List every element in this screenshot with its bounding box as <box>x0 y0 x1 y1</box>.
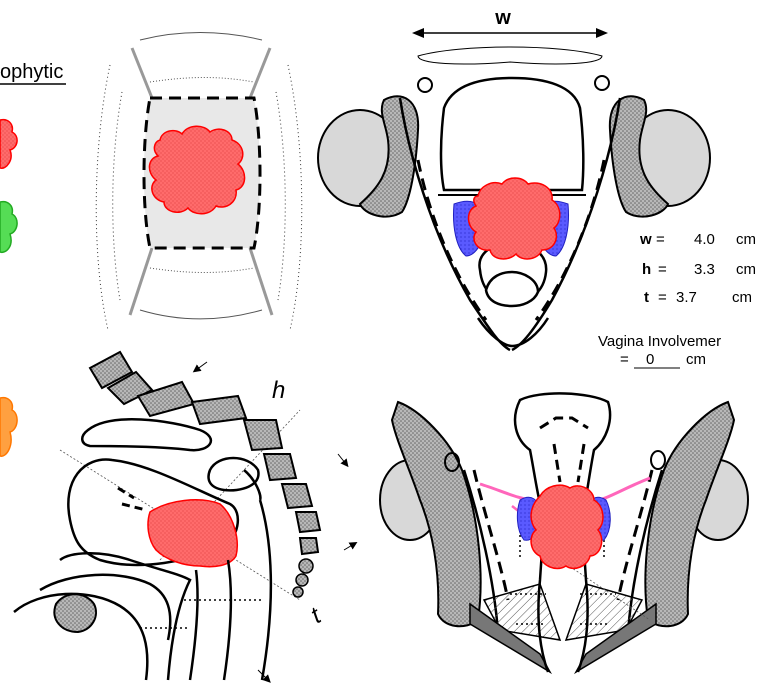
h-equals: = <box>658 261 667 278</box>
vagina-posterior-wall <box>190 570 198 680</box>
arrow-right-lower <box>344 544 354 550</box>
measurements-panel: w = 4.0 cm h = 3.3 cm t = 3.7 cm Vagina … <box>598 231 756 368</box>
right-small-vessel <box>595 76 609 90</box>
legend-red-swatch <box>0 120 17 169</box>
h-label: h <box>642 261 651 278</box>
bowel-loop-top <box>82 419 211 450</box>
w-equals: = <box>656 231 665 248</box>
outer-contour-left <box>96 65 110 330</box>
t-unit: cm <box>732 289 752 306</box>
uterine-cavity-dash-2 <box>122 504 146 510</box>
rectum-anterior-wall <box>224 560 231 680</box>
h-value: 3.3 <box>694 261 715 278</box>
rectum-posterior-wall <box>260 500 271 680</box>
pelvis-axial-view: w <box>318 7 710 350</box>
tumor-frontal <box>149 126 244 214</box>
rectum-lumen <box>486 272 538 306</box>
vagina-involvement-label: Vagina Involvemer <box>598 333 721 350</box>
w-label: w <box>639 231 652 248</box>
t-label: t <box>644 289 649 306</box>
vagina-value: 0 <box>646 351 654 368</box>
vagina-unit: cm <box>686 351 706 368</box>
small-bowel-loop <box>209 458 259 490</box>
legend-exophytic-label: ophytic <box>0 61 63 83</box>
right-upper-strut <box>250 48 270 98</box>
width-symbol: w <box>494 7 511 29</box>
width-arrow-right <box>596 28 608 38</box>
arrow-top <box>196 362 207 370</box>
outer-contour-right <box>288 65 302 330</box>
uterine-cavity-dash-1 <box>118 488 134 498</box>
tumor-axial <box>469 178 560 259</box>
bladder <box>441 78 583 190</box>
cervix-frontal-view <box>96 33 302 331</box>
pelvis-sagittal-view: h t <box>14 352 354 680</box>
pubic-symphysis <box>54 594 96 632</box>
bottom-arc <box>140 310 262 319</box>
inner-contour-left <box>113 92 122 300</box>
pelvis-coronal-view <box>380 393 748 672</box>
height-axis-label: h <box>272 377 285 404</box>
legend: ophytic <box>0 61 66 456</box>
legend-green-swatch <box>0 202 17 253</box>
legend-orange-swatch <box>0 398 17 457</box>
t-equals: = <box>658 289 667 306</box>
left-small-vessel <box>418 78 432 92</box>
tumor-sagittal <box>148 500 237 567</box>
right-ureter <box>651 451 665 469</box>
left-lower-strut <box>130 248 152 315</box>
tumor-coronal <box>531 485 603 568</box>
left-upper-strut <box>132 48 152 98</box>
arrow-right-upper <box>338 454 346 464</box>
inner-contour-right <box>276 92 285 300</box>
inner-dotted-top <box>150 78 254 83</box>
w-value: 4.0 <box>694 231 715 248</box>
top-arc <box>140 33 262 41</box>
w-unit: cm <box>736 231 756 248</box>
width-arrow-left <box>412 28 424 38</box>
h-unit: cm <box>736 261 756 278</box>
vagina-equals: = <box>620 351 629 368</box>
t-value: 3.7 <box>676 289 697 306</box>
abdominal-wall-lens <box>418 47 602 64</box>
thickness-axis-label: t <box>306 602 326 629</box>
right-lower-strut <box>250 248 272 315</box>
inner-dotted-bottom <box>150 268 254 273</box>
